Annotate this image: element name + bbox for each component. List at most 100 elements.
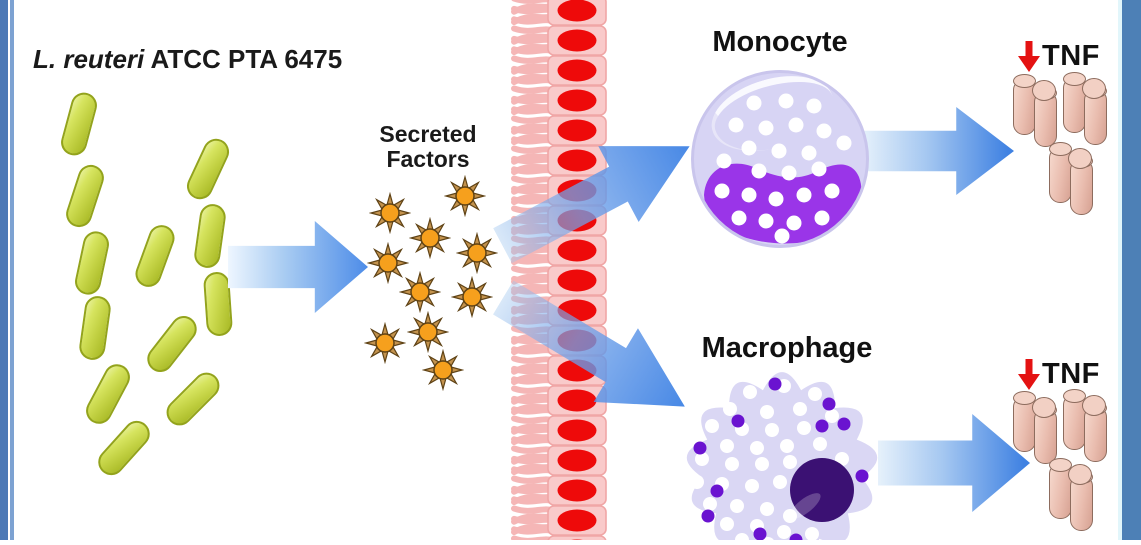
monocyte-cell <box>691 70 869 248</box>
strain-name-italic: L. reuteri <box>33 44 145 74</box>
tnf-rod-cap <box>1013 391 1036 405</box>
monocyte-granule <box>796 187 812 203</box>
macrophage-purple-granule <box>855 469 869 483</box>
tnf-rod <box>1013 79 1036 135</box>
monocyte-granule <box>806 98 822 114</box>
macrophage-white-granule <box>745 479 759 493</box>
monocyte-granule <box>714 183 730 199</box>
secreted-factor-icon <box>364 322 406 364</box>
tnf-decrease-label-bottom: TNF <box>1018 358 1100 391</box>
tnf-rod-cap <box>1084 401 1107 415</box>
strain-name-rest: ATCC PTA 6475 <box>144 44 343 74</box>
tnf-rod-knob <box>1082 395 1106 416</box>
macrophage-white-granule <box>703 497 717 511</box>
macrophage-white-granule <box>723 402 737 416</box>
monocyte-graphic <box>704 93 862 244</box>
tnf-rod-cap <box>1063 72 1086 86</box>
tnf-molecule-cluster <box>1062 389 1110 465</box>
bacteria-strain-label: L. reuteri ATCC PTA 6475 <box>33 44 342 75</box>
macrophage-white-granule <box>760 405 774 419</box>
monocyte-granule <box>741 187 757 203</box>
monocyte-granule <box>788 117 804 133</box>
macrophage-purple-granule <box>837 417 851 431</box>
macrophage-white-granule <box>797 421 811 435</box>
monocyte-granule <box>816 123 832 139</box>
monocyte-granule <box>811 161 827 177</box>
tnf-rod <box>1063 394 1086 450</box>
tnf-rod <box>1070 159 1093 215</box>
arrow-macrophage-to-tnf <box>878 414 1030 512</box>
down-arrow-icon <box>1018 40 1040 72</box>
bacterium-rod <box>62 161 108 231</box>
tnf-rod <box>1063 77 1086 133</box>
bacterium-rod <box>142 310 202 378</box>
tnf-rod <box>1013 396 1036 452</box>
tnf-decrease-label-top: TNF <box>1018 40 1100 73</box>
tnf-rod-knob <box>1032 397 1056 418</box>
macrophage-white-granule <box>783 509 797 523</box>
tnf-rod-cap <box>1034 86 1057 100</box>
macrophage-white-granule <box>765 423 779 437</box>
tnf-rod-cap <box>1070 470 1093 484</box>
monocyte-granule <box>768 191 784 207</box>
monocyte-granule <box>771 143 787 159</box>
tnf-rod <box>1084 89 1107 145</box>
monocyte-granule <box>786 215 802 231</box>
macrophage-purple-granule <box>731 414 745 428</box>
monocyte-granule <box>814 210 830 226</box>
down-arrow-icon <box>1018 358 1040 390</box>
macrophage-nucleus <box>790 458 854 522</box>
macrophage-purple-granule <box>789 533 803 540</box>
monocyte-granule <box>716 153 732 169</box>
tnf-rod-cap <box>1049 458 1072 472</box>
arrow-bacteria-to-factors <box>228 221 368 313</box>
secreted-factor-icon <box>456 232 498 274</box>
tnf-rod-cap <box>1063 389 1086 403</box>
bacterium-rod <box>131 221 179 291</box>
macrophage-white-granule <box>690 475 704 489</box>
bacterium-rod <box>77 294 113 362</box>
monocyte-label: Monocyte <box>712 26 848 58</box>
tnf-rod-cap <box>1049 142 1072 156</box>
tnf-molecule-cluster <box>1062 72 1110 148</box>
monocyte-granule <box>751 163 767 179</box>
tnf-rod-knob <box>1032 80 1056 101</box>
macrophage-white-granule <box>695 452 709 466</box>
secreted-factor-icon <box>422 349 464 391</box>
macrophage-purple-granule <box>753 527 767 540</box>
monocyte-granule <box>824 183 840 199</box>
macrophage-white-granule <box>793 402 807 416</box>
macrophage-white-granule <box>720 439 734 453</box>
tnf-rod <box>1049 463 1072 519</box>
macrophage-purple-granule <box>815 419 829 433</box>
macrophage-white-granule <box>760 502 774 516</box>
monocyte-granule <box>836 135 852 151</box>
tnf-rod <box>1070 475 1093 531</box>
monocyte-granule <box>746 95 762 111</box>
tnf-molecule-cluster <box>1048 458 1096 534</box>
macrophage-white-granule <box>835 452 849 466</box>
bacterium-rod <box>81 359 135 429</box>
monocyte-granule <box>728 117 744 133</box>
epithelial-barrier <box>498 0 613 545</box>
tnf-molecule-cluster <box>1012 74 1060 150</box>
macrophage-white-granule <box>813 437 827 451</box>
macrophage-body <box>686 372 878 540</box>
macrophage-label: Macrophage <box>701 332 873 364</box>
macrophage-white-granule <box>825 409 839 423</box>
macrophage-nucleus-highlight <box>789 493 821 519</box>
monocyte-granule <box>758 120 774 136</box>
tnf-text: TNF <box>1042 358 1100 390</box>
tnf-text: TNF <box>1042 40 1100 72</box>
macrophage-purple-granule <box>693 441 707 455</box>
tnf-rod-cap <box>1013 74 1036 88</box>
bacterium-rod <box>58 89 100 159</box>
secreted-factors-line2: Factors <box>386 146 470 173</box>
macrophage-white-granule <box>705 419 719 433</box>
tnf-rod <box>1049 147 1072 203</box>
tnf-rod-cap <box>1034 403 1057 417</box>
secreted-factor-icon <box>451 276 493 318</box>
monocyte-granule <box>774 228 790 244</box>
bacterium-rod <box>92 415 156 481</box>
